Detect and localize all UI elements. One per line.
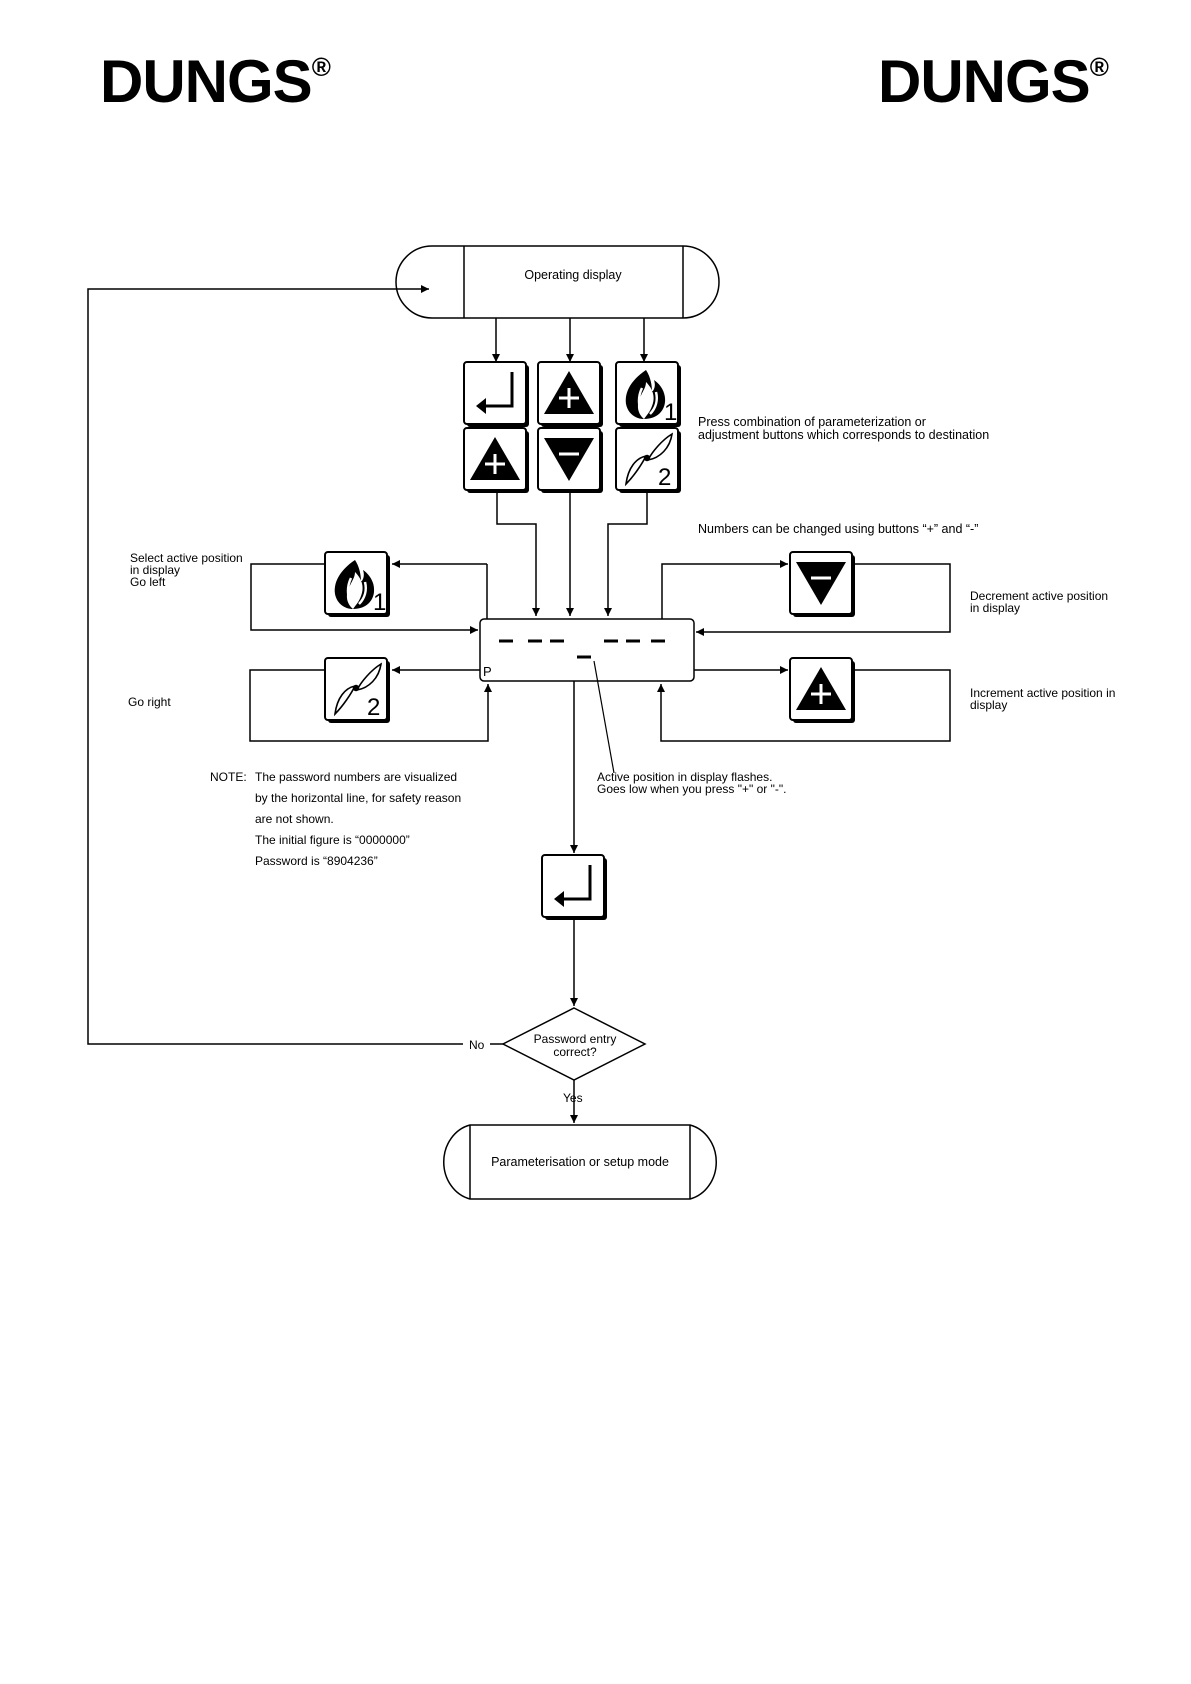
display-p-marker: P [483,664,492,679]
numbers-note: Numbers can be changed using buttons “+”… [698,522,978,536]
key-enter-bottom[interactable] [541,854,608,921]
press-combo-line1: Press combination of parameterization or [698,415,926,429]
password-display: P [479,618,695,682]
select-left-line3: Go left [130,575,166,589]
press-combo-line2: adjustment buttons which corresponds to … [698,428,989,442]
active-note-line2: Goes low when you press "+" or "-". [597,782,786,796]
key-plus-right[interactable] [789,657,856,724]
dungs-logo-left: DUNGS® [100,48,331,115]
end-label: Parameterisation or setup mode [491,1155,669,1169]
flame-digit: 1 [664,399,677,426]
dungs-logo-right: DUNGS® [878,48,1109,115]
end-terminal: Parameterisation or setup mode [442,1124,718,1200]
note-line2: by the horizontal line, for safety reaso… [255,791,461,805]
select-left-line1: Select active position [130,551,243,565]
start-terminal: Operating display [395,245,720,319]
key-plus-top-2[interactable] [537,361,604,428]
note-line4: The initial figure is “0000000” [255,833,410,847]
no-label: No [469,1038,485,1052]
decrement-line2: in display [970,601,1020,615]
key-flame-left[interactable]: 1 [324,551,391,618]
key-minus-top[interactable] [537,427,604,494]
key-enter-top[interactable] [463,361,530,428]
note-line5: Password is “8904236” [255,854,378,868]
note-label: NOTE: [210,770,247,784]
active-note-line1: Active position in display flashes. [597,770,772,784]
yes-label: Yes [563,1091,583,1105]
decision-password-correct: Password entry correct? [501,1007,647,1081]
decision-line2: correct? [553,1045,597,1059]
note-line1: The password numbers are visualized [255,770,457,784]
note-line3: are not shown. [255,812,334,826]
start-label: Operating display [524,268,622,282]
key-flame-top[interactable]: 1 [615,361,682,428]
key-fan-left[interactable]: 2 [324,657,391,724]
select-left-line2: in display [130,563,180,577]
flame-digit-left: 1 [373,589,386,616]
increment-line2: display [970,698,1007,712]
decrement-line1: Decrement active position [970,589,1108,603]
increment-line1: Increment active position in [970,686,1115,700]
fan-digit-left: 2 [367,694,380,721]
key-minus-right[interactable] [789,551,856,618]
key-fan-top[interactable]: 2 [615,427,682,494]
fan-digit: 2 [658,464,671,491]
go-right-label: Go right [128,695,171,709]
decision-line1: Password entry [534,1032,617,1046]
key-plus-top[interactable] [463,427,530,494]
